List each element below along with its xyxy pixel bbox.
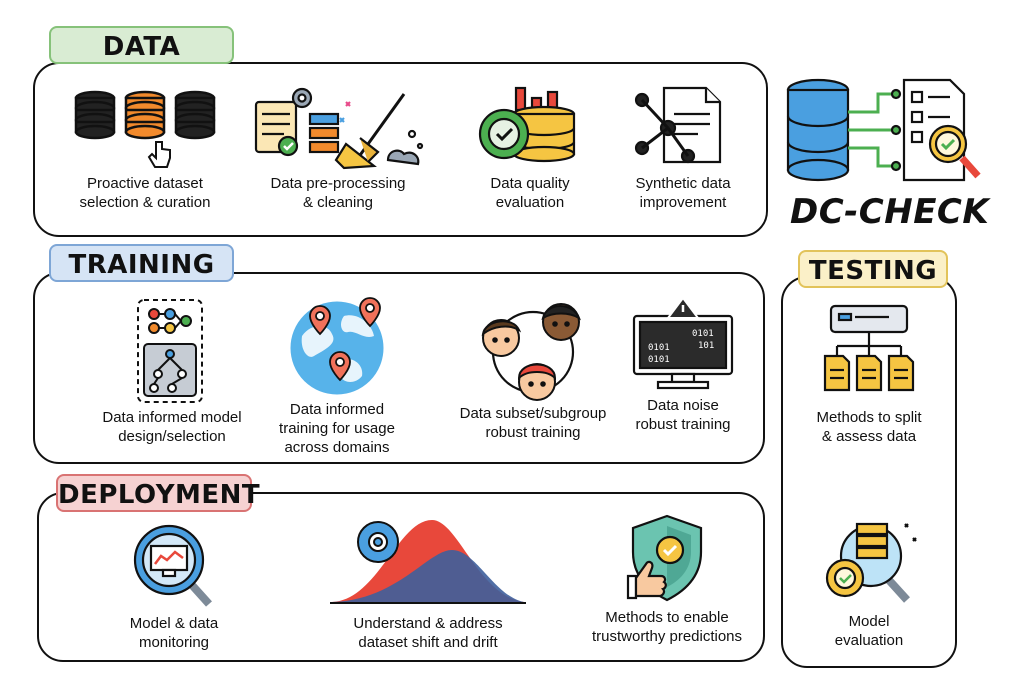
deployment-item-trustworthy: Methods to enable trustworthy prediction… <box>572 512 762 646</box>
database-select-icon <box>74 90 216 168</box>
svg-text:0101: 0101 <box>648 355 670 365</box>
data-item-synthetic-caption: Synthetic data improvement <box>635 175 731 211</box>
training-item-subgroup-caption: Data subset/subgroup robust training <box>459 405 607 441</box>
brand-title: DC-CHECK <box>790 192 990 232</box>
svg-text:0101: 0101 <box>648 343 670 353</box>
training-item-subgroup: Data subset/subgroup robust training <box>438 296 628 442</box>
svg-text:0101: 0101 <box>692 329 714 339</box>
training-item-domains-caption: Data informed training for usage across … <box>279 401 395 456</box>
quality-badge-icon <box>478 86 576 163</box>
monitor-magnifier-icon <box>133 524 212 607</box>
data-item-quality-caption: Data quality evaluation <box>490 175 570 211</box>
deployment-item-drift: Understand & address dataset shift and d… <box>318 516 538 652</box>
deployment-item-monitoring-caption: Model & data monitoring <box>129 615 219 651</box>
dc-check-logo-icon <box>786 78 981 182</box>
globe-pins-icon <box>290 297 384 395</box>
data-item-selection: Proactive dataset selection & curation <box>55 84 235 212</box>
deployment-item-trustworthy-caption: Methods to enable trustworthy prediction… <box>591 609 743 645</box>
shield-thumbs-up-icon <box>626 514 703 602</box>
synthetic-document-icon <box>634 86 722 164</box>
testing-item-evaluation-caption: Model evaluation <box>834 613 904 649</box>
training-item-noise-caption: Data noise robust training <box>635 397 731 433</box>
testing-item-split-caption: Methods to split & assess data <box>816 409 922 445</box>
testing-section-tag: TESTING <box>798 250 948 288</box>
training-item-noise: 0101 101 0101 0101 Data noise robust train… <box>598 296 768 434</box>
distribution-shift-icon <box>330 520 526 604</box>
data-item-cleaning-caption: Data pre-processing & cleaning <box>270 175 406 211</box>
data-item-quality: Data quality evaluation <box>440 84 620 212</box>
deployment-section-tag: DEPLOYMENT <box>56 474 260 512</box>
people-group-icon <box>481 303 581 401</box>
model-graph-icon <box>137 299 203 403</box>
data-item-cleaning: Data pre-processing & cleaning <box>238 84 438 212</box>
data-item-synthetic: Synthetic data improvement <box>598 84 768 212</box>
server-magnifier-icon <box>825 522 917 603</box>
testing-item-evaluation: Model evaluation <box>786 516 952 650</box>
data-section-tag: DATA <box>49 26 234 64</box>
testing-item-split: Methods to split & assess data <box>786 302 952 446</box>
deployment-item-monitoring: Model & data monitoring <box>84 520 264 652</box>
broom-cleaning-icon <box>254 87 424 170</box>
training-section-tag: TRAINING <box>49 244 234 282</box>
data-split-icon <box>823 304 915 392</box>
binary-monitor-icon: 0101 101 0101 0101 <box>632 296 734 390</box>
svg-text:101: 101 <box>698 341 714 351</box>
data-item-selection-caption: Proactive dataset selection & curation <box>79 175 211 211</box>
training-item-model-caption: Data informed model design/selection <box>102 409 242 445</box>
training-item-model: Data informed model design/selection <box>82 296 262 446</box>
deployment-item-drift-caption: Understand & address dataset shift and d… <box>353 615 503 651</box>
training-item-domains: Data informed training for usage across … <box>252 296 422 457</box>
